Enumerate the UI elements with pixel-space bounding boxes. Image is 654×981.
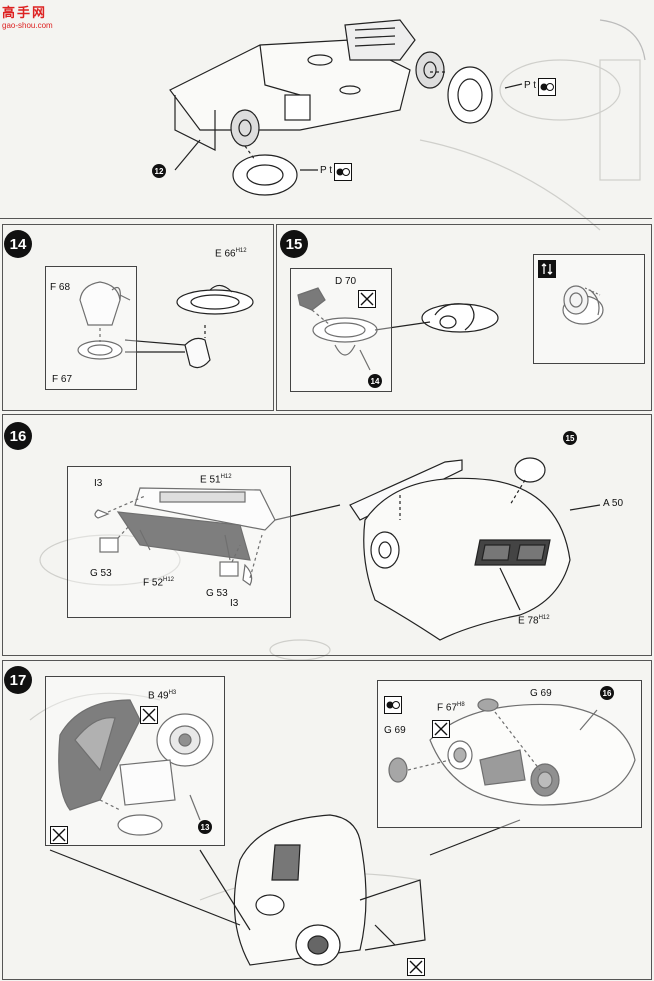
step17-inset-left — [45, 676, 225, 846]
swatch-circle-icon — [386, 701, 400, 709]
paint-swatch-icon-step17 — [384, 696, 402, 714]
part-b49-code: B 49 — [148, 690, 169, 702]
part-f68: F 68 — [50, 282, 71, 293]
part-b49: B 49H3 — [148, 688, 176, 701]
step16-panel — [2, 414, 652, 656]
callout-13: 13 — [198, 820, 212, 834]
swap-icon — [538, 260, 556, 278]
watermark-text: 高手网 — [2, 5, 48, 20]
step17-panel — [2, 660, 652, 980]
callout-15: 15 — [563, 431, 577, 445]
step17-inset-right — [377, 680, 642, 828]
step15-drawing — [297, 285, 604, 371]
step14-drawing — [77, 281, 254, 369]
paint-swatch-icon-rear — [538, 78, 556, 96]
step16-inset — [67, 466, 291, 618]
part-g69-left: G 69 — [384, 725, 406, 736]
step-number-17: 17 — [4, 666, 32, 694]
paint-swatch-icon-front — [334, 163, 352, 181]
cut-mark-icon-bottom — [407, 958, 425, 976]
paint-label-front: P t — [320, 165, 333, 176]
cut-icon — [409, 960, 423, 974]
part-f67: F 67 — [52, 374, 73, 385]
part-g69-top: G 69 — [530, 688, 552, 699]
callout-14: 14 — [368, 374, 382, 388]
part-f52-sup: H12 — [163, 577, 175, 583]
part-e66-sup: H12 — [235, 248, 247, 254]
part-e66: E 66H12 — [215, 246, 247, 259]
step-number-14: 14 — [4, 230, 32, 258]
part-a50: A 50 — [603, 498, 624, 509]
part-i3-top: I3 — [94, 478, 103, 489]
step13-chassis-drawing — [169, 19, 646, 196]
part-i3-bottom: I3 — [230, 598, 239, 609]
cut-mark-icon — [358, 290, 376, 308]
callout-16: 16 — [600, 686, 614, 700]
swatch-circle-icon — [540, 83, 554, 91]
swatch-circle-icon — [336, 168, 350, 176]
part-f67-step17: F 67H8 — [437, 700, 465, 713]
step14-panel — [2, 224, 274, 411]
cut-icon — [434, 722, 448, 736]
cut-icon — [360, 292, 374, 306]
step15-panel — [276, 224, 652, 411]
step15-inset-left — [290, 268, 392, 392]
cut-icon — [142, 708, 156, 722]
watermark-url: gao-shou.com — [2, 21, 53, 30]
step-number-16: 16 — [4, 422, 32, 450]
part-f67-sup: H8 — [457, 702, 465, 708]
cut-mark-icon-f67 — [432, 720, 450, 738]
part-f67-code: F 67 — [437, 702, 458, 714]
part-e51: E 51H12 — [200, 472, 232, 485]
up-down-arrows-icon — [541, 263, 553, 275]
step17-drawing — [49, 698, 636, 966]
part-b49-sup: H3 — [168, 690, 177, 696]
part-e66-code: E 66 — [215, 248, 236, 260]
callout-12: 12 — [152, 164, 166, 178]
part-f52: F 52H12 — [143, 575, 174, 588]
step16-drawing — [94, 457, 601, 641]
part-d70: D 70 — [335, 276, 357, 287]
part-e78-code: E 78 — [518, 615, 539, 627]
step14-inset — [45, 266, 137, 390]
paint-label-rear: P t — [524, 80, 537, 91]
part-g53-left: G 53 — [90, 568, 112, 579]
step-number-15: 15 — [280, 230, 308, 258]
cut-mark-icon-b49 — [140, 706, 158, 724]
watermark-logo: 高手网 gao-shou.com — [2, 2, 68, 36]
cut-mark-icon-tray — [50, 826, 68, 844]
part-e51-code: E 51 — [200, 474, 221, 486]
part-e78-sup: H12 — [538, 615, 550, 621]
part-f52-code: F 52 — [143, 577, 164, 589]
part-g53-right: G 53 — [206, 588, 228, 599]
cut-icon — [52, 828, 66, 842]
part-e51-sup: H12 — [220, 474, 232, 480]
step13-divider — [0, 218, 652, 219]
part-e78: E 78H12 — [518, 613, 550, 626]
